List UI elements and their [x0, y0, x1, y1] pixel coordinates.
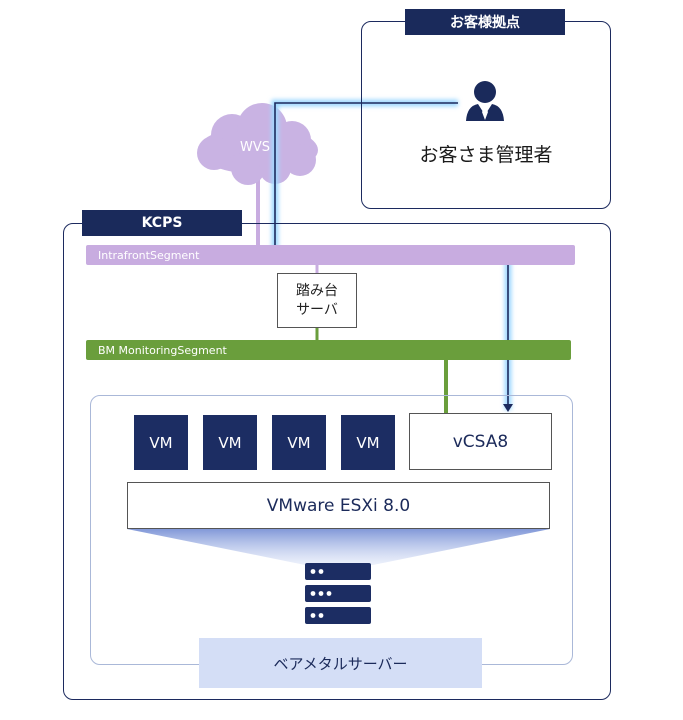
- customer-admin-label: お客さま管理者: [419, 144, 553, 166]
- vm-box: VM: [134, 415, 188, 470]
- wvs-label: WVS: [240, 140, 270, 155]
- stepping-stone-server: 踏み台 サーバ: [277, 273, 357, 328]
- kcps-tag: KCPS: [82, 210, 242, 236]
- person-icon: [466, 81, 504, 121]
- server-rack-icon: [305, 563, 371, 624]
- vm-box: VM: [272, 415, 326, 470]
- bm-monitoring-segment-bar: BM MonitoringSegment: [86, 340, 571, 360]
- kcps-box: [63, 223, 611, 700]
- admin-route-arrowhead: [503, 404, 513, 412]
- customer-site-tag: お客様拠点: [405, 9, 565, 35]
- vcsa-box: vCSA8: [409, 413, 552, 470]
- baremetal-server-label: ベアメタルサーバー: [199, 638, 482, 688]
- vm-box: VM: [341, 415, 395, 470]
- intrafront-segment-bar: IntrafrontSegment: [86, 245, 575, 265]
- tie-icon: [482, 106, 488, 120]
- wvs-cloud-icon: [197, 103, 318, 185]
- customer-site-box: [361, 21, 611, 209]
- esxi-beam: [127, 529, 550, 565]
- esxi-box: VMware ESXi 8.0: [127, 482, 550, 529]
- vm-box: VM: [203, 415, 257, 470]
